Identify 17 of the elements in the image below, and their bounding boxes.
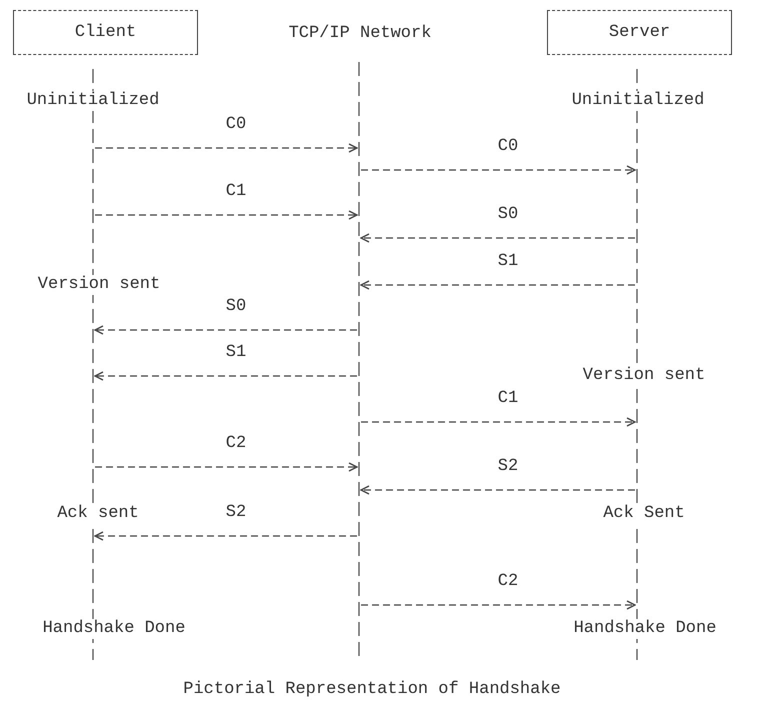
participant-box: Server	[547, 10, 732, 55]
dashed-arrow	[360, 485, 635, 495]
dashed-arrow	[360, 233, 635, 243]
dashed-arrow	[360, 280, 635, 290]
state-label: Handshake Done	[40, 619, 188, 639]
dashed-arrow	[95, 143, 358, 153]
dashed-arrow	[94, 325, 357, 335]
state-label: Handshake Done	[572, 619, 718, 639]
dashed-arrow	[95, 210, 358, 220]
participant-label: TCP/IP Network	[288, 22, 432, 44]
dashed-arrow	[361, 165, 636, 175]
dashed-arrow	[361, 600, 636, 610]
dashed-arrow	[95, 462, 358, 472]
participant-box: Client	[13, 10, 198, 55]
dashed-arrow	[361, 417, 636, 427]
dashed-arrow	[94, 371, 357, 381]
dashed-arrow	[94, 531, 357, 541]
